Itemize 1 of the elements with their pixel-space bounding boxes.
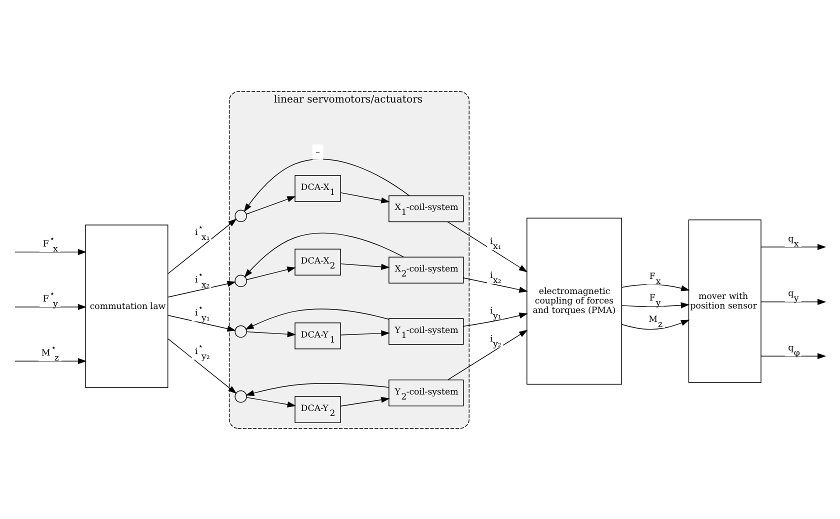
edge-label: – xyxy=(316,147,320,158)
